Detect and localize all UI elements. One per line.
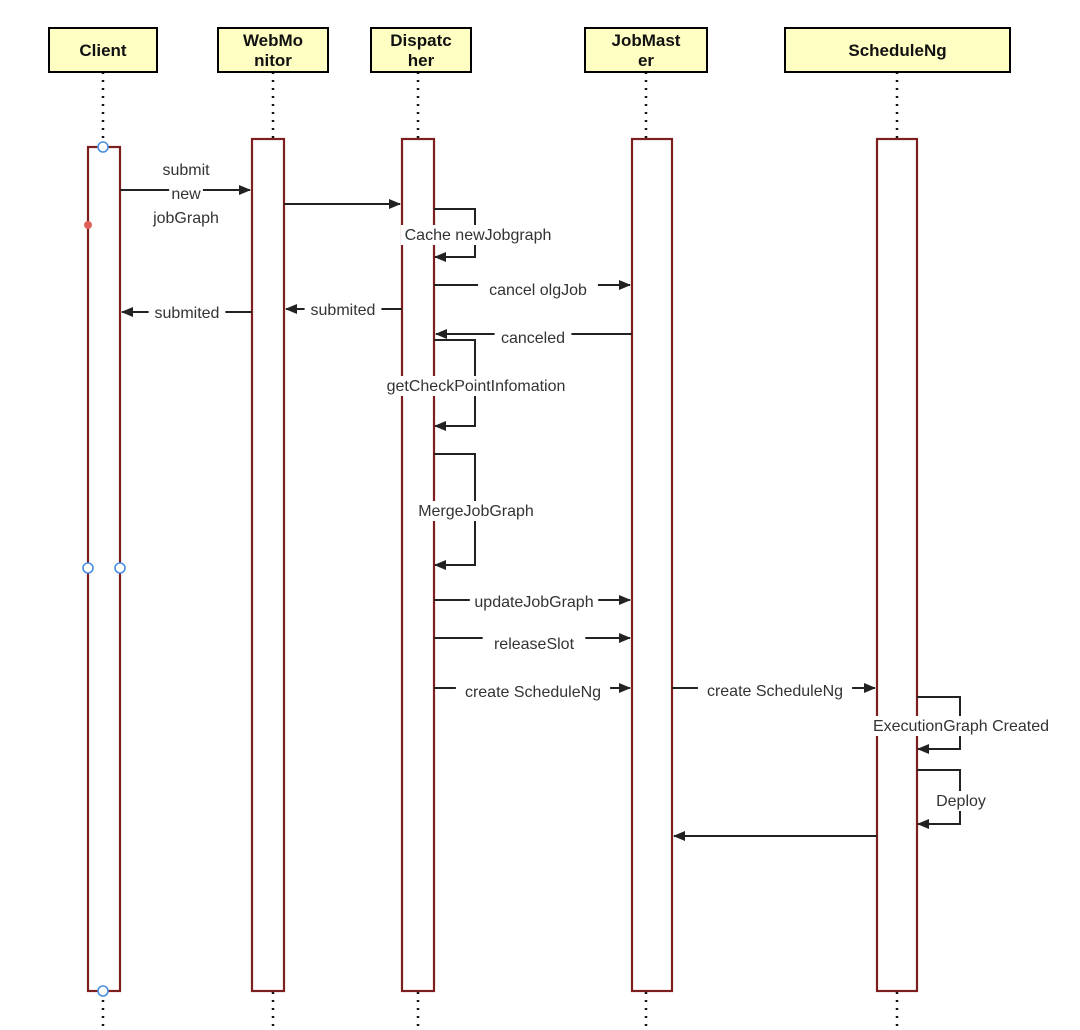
actor-client[interactable]: Client [48,27,158,73]
message-cache-newjobgraph[interactable]: Cache newJobgraph [400,208,556,262]
message-merge-jobgraph[interactable]: MergeJobGraph [416,453,536,570]
message-label: new [171,186,201,203]
selection-handle-bottom[interactable] [97,985,109,997]
message-label: submited [155,305,220,322]
actor-label: nitor [254,51,292,70]
selection-handle-right[interactable] [114,562,126,574]
message-submit-new-jobgraph[interactable]: submit new jobGraph [120,160,251,228]
actor-scheduleng[interactable]: ScheduleNg [784,27,1011,73]
message-label-background [147,208,225,228]
message-label-background [148,303,226,323]
message-submited-to-webmonitor[interactable]: submited [285,300,402,320]
message-label-background [455,682,611,702]
message-label: Deploy [936,793,986,810]
message-label: jobGraph [152,210,219,227]
actor-label: er [638,51,654,70]
actor-label: her [408,51,435,70]
message-label: cancel olgJob [489,282,587,299]
message-label-background [400,225,556,245]
message-label: MergeJobGraph [418,503,534,520]
activation-bar-webmonitor[interactable] [250,137,286,993]
message-label: create ScheduleNg [465,684,601,701]
message-label-background [482,634,586,654]
message-label-background [156,160,216,180]
message-label-background [494,328,572,348]
message-label-background [931,791,991,811]
message-label: canceled [501,330,565,347]
selection-handle-left[interactable] [82,562,94,574]
message-create-scheduleng-jobmaster[interactable]: create ScheduleNg [672,681,876,701]
actor-label: Client [79,41,127,60]
message-label: create ScheduleNg [707,683,843,700]
actor-label: WebMo [243,31,303,50]
message-label: updateJobGraph [474,594,593,611]
message-submited-to-client[interactable]: submited [121,303,252,323]
message-label-background [373,376,579,396]
actor-label: ScheduleNg [848,41,946,60]
message-label-background [169,184,203,204]
activation-bar-scheduleng[interactable] [875,137,919,993]
activation-bar-jobmaster[interactable] [630,137,674,993]
message-deploy[interactable]: Deploy [917,769,991,829]
message-label: ExecutionGraph Created [873,718,1049,735]
message-label: getCheckPointInfomation [387,378,566,395]
message-label-background [304,300,382,320]
message-label: Cache newJobgraph [405,227,552,244]
message-create-scheduleng-dispatcher[interactable]: create ScheduleNg [434,682,631,702]
message-label-background [469,592,599,612]
message-label-background [416,501,536,521]
message-label-background [862,716,1060,736]
message-release-slot[interactable]: releaseSlot [434,633,631,654]
message-label-background [697,681,853,701]
selection-handle-top[interactable] [97,141,109,153]
actor-label: Dispatc [390,31,451,50]
message-executiongraph-created[interactable]: ExecutionGraph Created [862,696,1060,754]
message-get-checkpoint-infomation[interactable]: getCheckPointInfomation [373,339,579,431]
message-update-jobgraph[interactable]: updateJobGraph [434,592,631,612]
message-label: releaseSlot [494,636,575,653]
message-label: submited [311,302,376,319]
message-label-background [478,280,598,300]
connection-point-handle[interactable] [84,221,92,229]
actor-label: JobMast [612,31,681,50]
message-label: submit [162,162,210,179]
message-canceled[interactable]: canceled [435,328,632,348]
message-cancel-olgjob[interactable]: cancel olgJob [434,280,631,300]
activation-bar-dispatcher[interactable] [400,137,436,993]
